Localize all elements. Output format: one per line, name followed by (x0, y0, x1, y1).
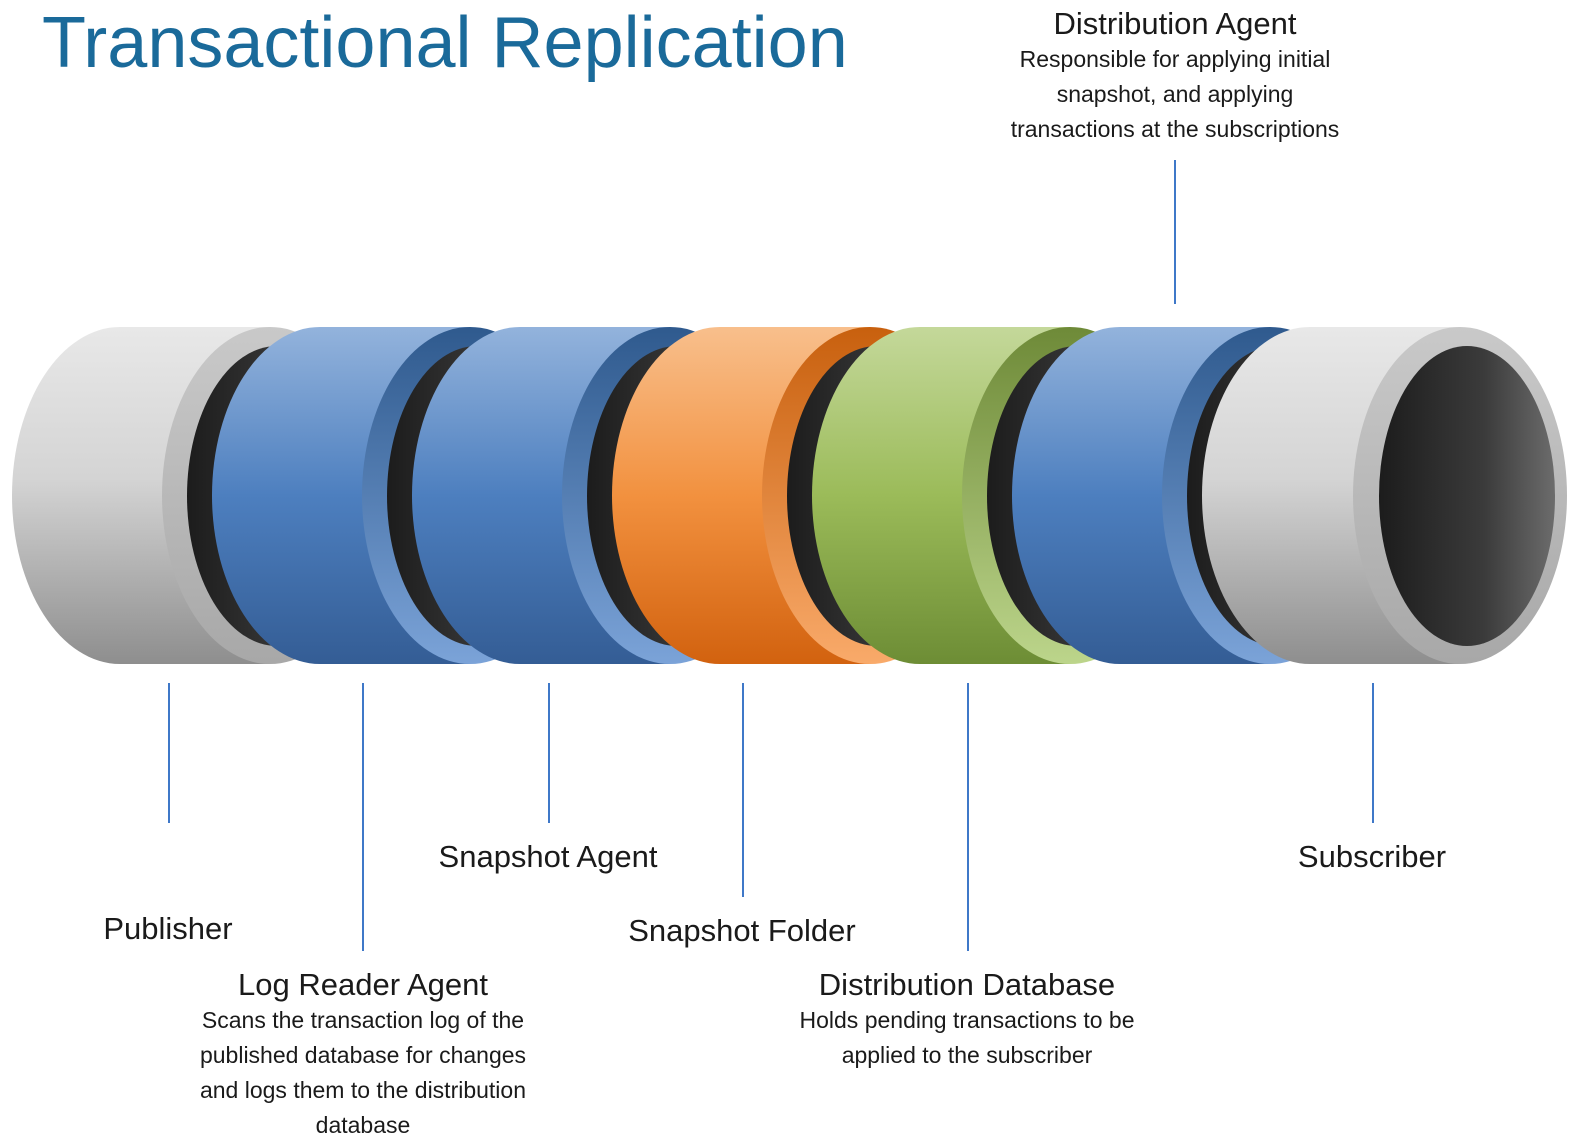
snapshot-agent-name: Snapshot Agent (438, 839, 658, 874)
distribution-agent-desc-line: snapshot, and applying (1056, 81, 1294, 107)
log-reader-agent-desc-line: published database for changes (199, 1042, 527, 1068)
label-log-reader-agent: Log Reader Agent Scans the transaction l… (158, 967, 568, 1143)
leader-line-log-reader-agent (362, 683, 364, 951)
subscriber-name: Subscriber (1297, 839, 1447, 874)
segment-subscriber (1202, 327, 1567, 664)
label-snapshot-agent: Snapshot Agent (398, 839, 698, 875)
leader-line-subscriber (1372, 683, 1374, 823)
log-reader-agent-desc-line: database (315, 1112, 411, 1138)
label-snapshot-folder: Snapshot Folder (592, 913, 892, 949)
leader-line-distribution-agent (1174, 160, 1176, 304)
label-distribution-agent: Distribution Agent Responsible for apply… (975, 6, 1375, 147)
log-reader-agent-desc-line: Scans the transaction log of the (201, 1007, 525, 1033)
log-reader-agent-desc-line: and logs them to the distribution (199, 1077, 527, 1103)
snapshot-folder-name: Snapshot Folder (628, 913, 856, 948)
leader-line-distribution-database (967, 683, 969, 951)
distribution-agent-name: Distribution Agent (1053, 6, 1297, 41)
log-reader-agent-name: Log Reader Agent (238, 967, 488, 1002)
leader-line-publisher (168, 683, 170, 823)
distribution-database-name: Distribution Database (818, 967, 1116, 1002)
label-subscriber: Subscriber (1272, 839, 1472, 875)
diagram-title: Transactional Replication (42, 3, 848, 83)
leader-line-snapshot-agent (548, 683, 550, 823)
distribution-agent-desc-line: transactions at the subscriptions (1010, 116, 1340, 142)
distribution-database-desc-line: Holds pending transactions to be (799, 1007, 1135, 1033)
label-publisher: Publisher (68, 911, 268, 947)
distribution-agent-desc-line: Responsible for applying initial (1019, 46, 1331, 72)
label-distribution-database: Distribution Database Holds pending tran… (757, 967, 1177, 1073)
distribution-database-desc-line: applied to the subscriber (841, 1042, 1093, 1068)
leader-line-snapshot-folder (742, 683, 744, 897)
publisher-name: Publisher (103, 911, 233, 946)
